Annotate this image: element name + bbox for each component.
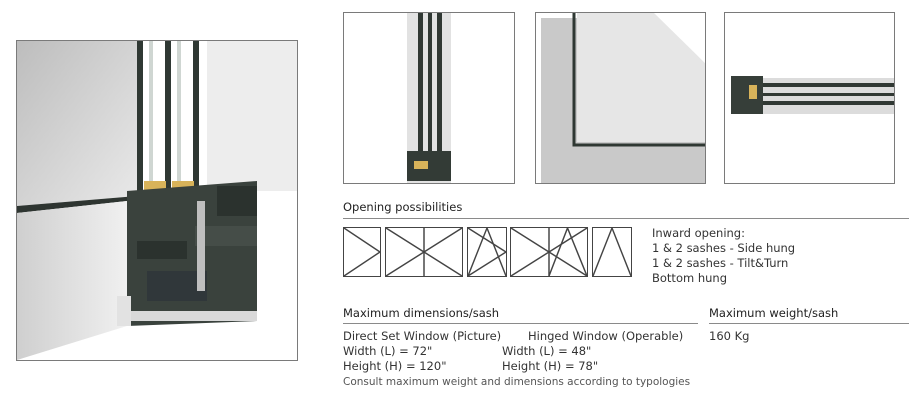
- hinged-height: Height (H) = 78": [502, 359, 599, 373]
- direct-set-title: Direct Set Window (Picture): [343, 329, 502, 343]
- profile-section-image: [16, 40, 298, 361]
- frame-corner-image: [535, 12, 706, 184]
- window-profile-cross-section: [17, 41, 297, 360]
- opening-diagram-bottom-hung: [592, 227, 632, 277]
- opening-line-1: 1 & 2 sashes - Side hung: [652, 241, 796, 255]
- hinged-width: Width (L) = 48": [502, 344, 592, 358]
- frame-corner-drawing: [536, 13, 705, 183]
- weight-heading: Maximum weight/sash: [709, 306, 839, 320]
- opening-divider: [343, 218, 909, 219]
- horizontal-profile-image: [724, 12, 895, 184]
- opening-heading: Opening possibilities: [343, 200, 463, 214]
- hinged-title: Hinged Window (Operable): [528, 329, 684, 343]
- opening-line-3: Bottom hung: [652, 271, 728, 285]
- opening-diagram-single-tilt-turn: [467, 227, 507, 277]
- opening-line-2: 1 & 2 sashes - Tilt&Turn: [652, 256, 789, 270]
- horizontal-profile-drawing: [725, 13, 894, 183]
- weight-divider: [709, 323, 909, 324]
- dimensions-heading: Maximum dimensions/sash: [343, 306, 500, 320]
- weight-value: 160 Kg: [709, 329, 750, 343]
- direct-set-height: Height (H) = 120": [343, 359, 447, 373]
- opening-diagram-single-side-hung: [343, 227, 381, 277]
- opening-diagram-double-tilt-turn: [510, 227, 588, 277]
- dimensions-divider: [343, 323, 698, 324]
- opening-diagram-double-side-hung: [385, 227, 463, 277]
- direct-set-width: Width (L) = 72": [343, 344, 433, 358]
- dimensions-note: Consult maximum weight and dimensions ac…: [343, 376, 691, 388]
- inward-opening-title: Inward opening:: [652, 226, 745, 240]
- vertical-profile-image: [343, 12, 515, 184]
- vertical-profile-drawing: [344, 13, 514, 183]
